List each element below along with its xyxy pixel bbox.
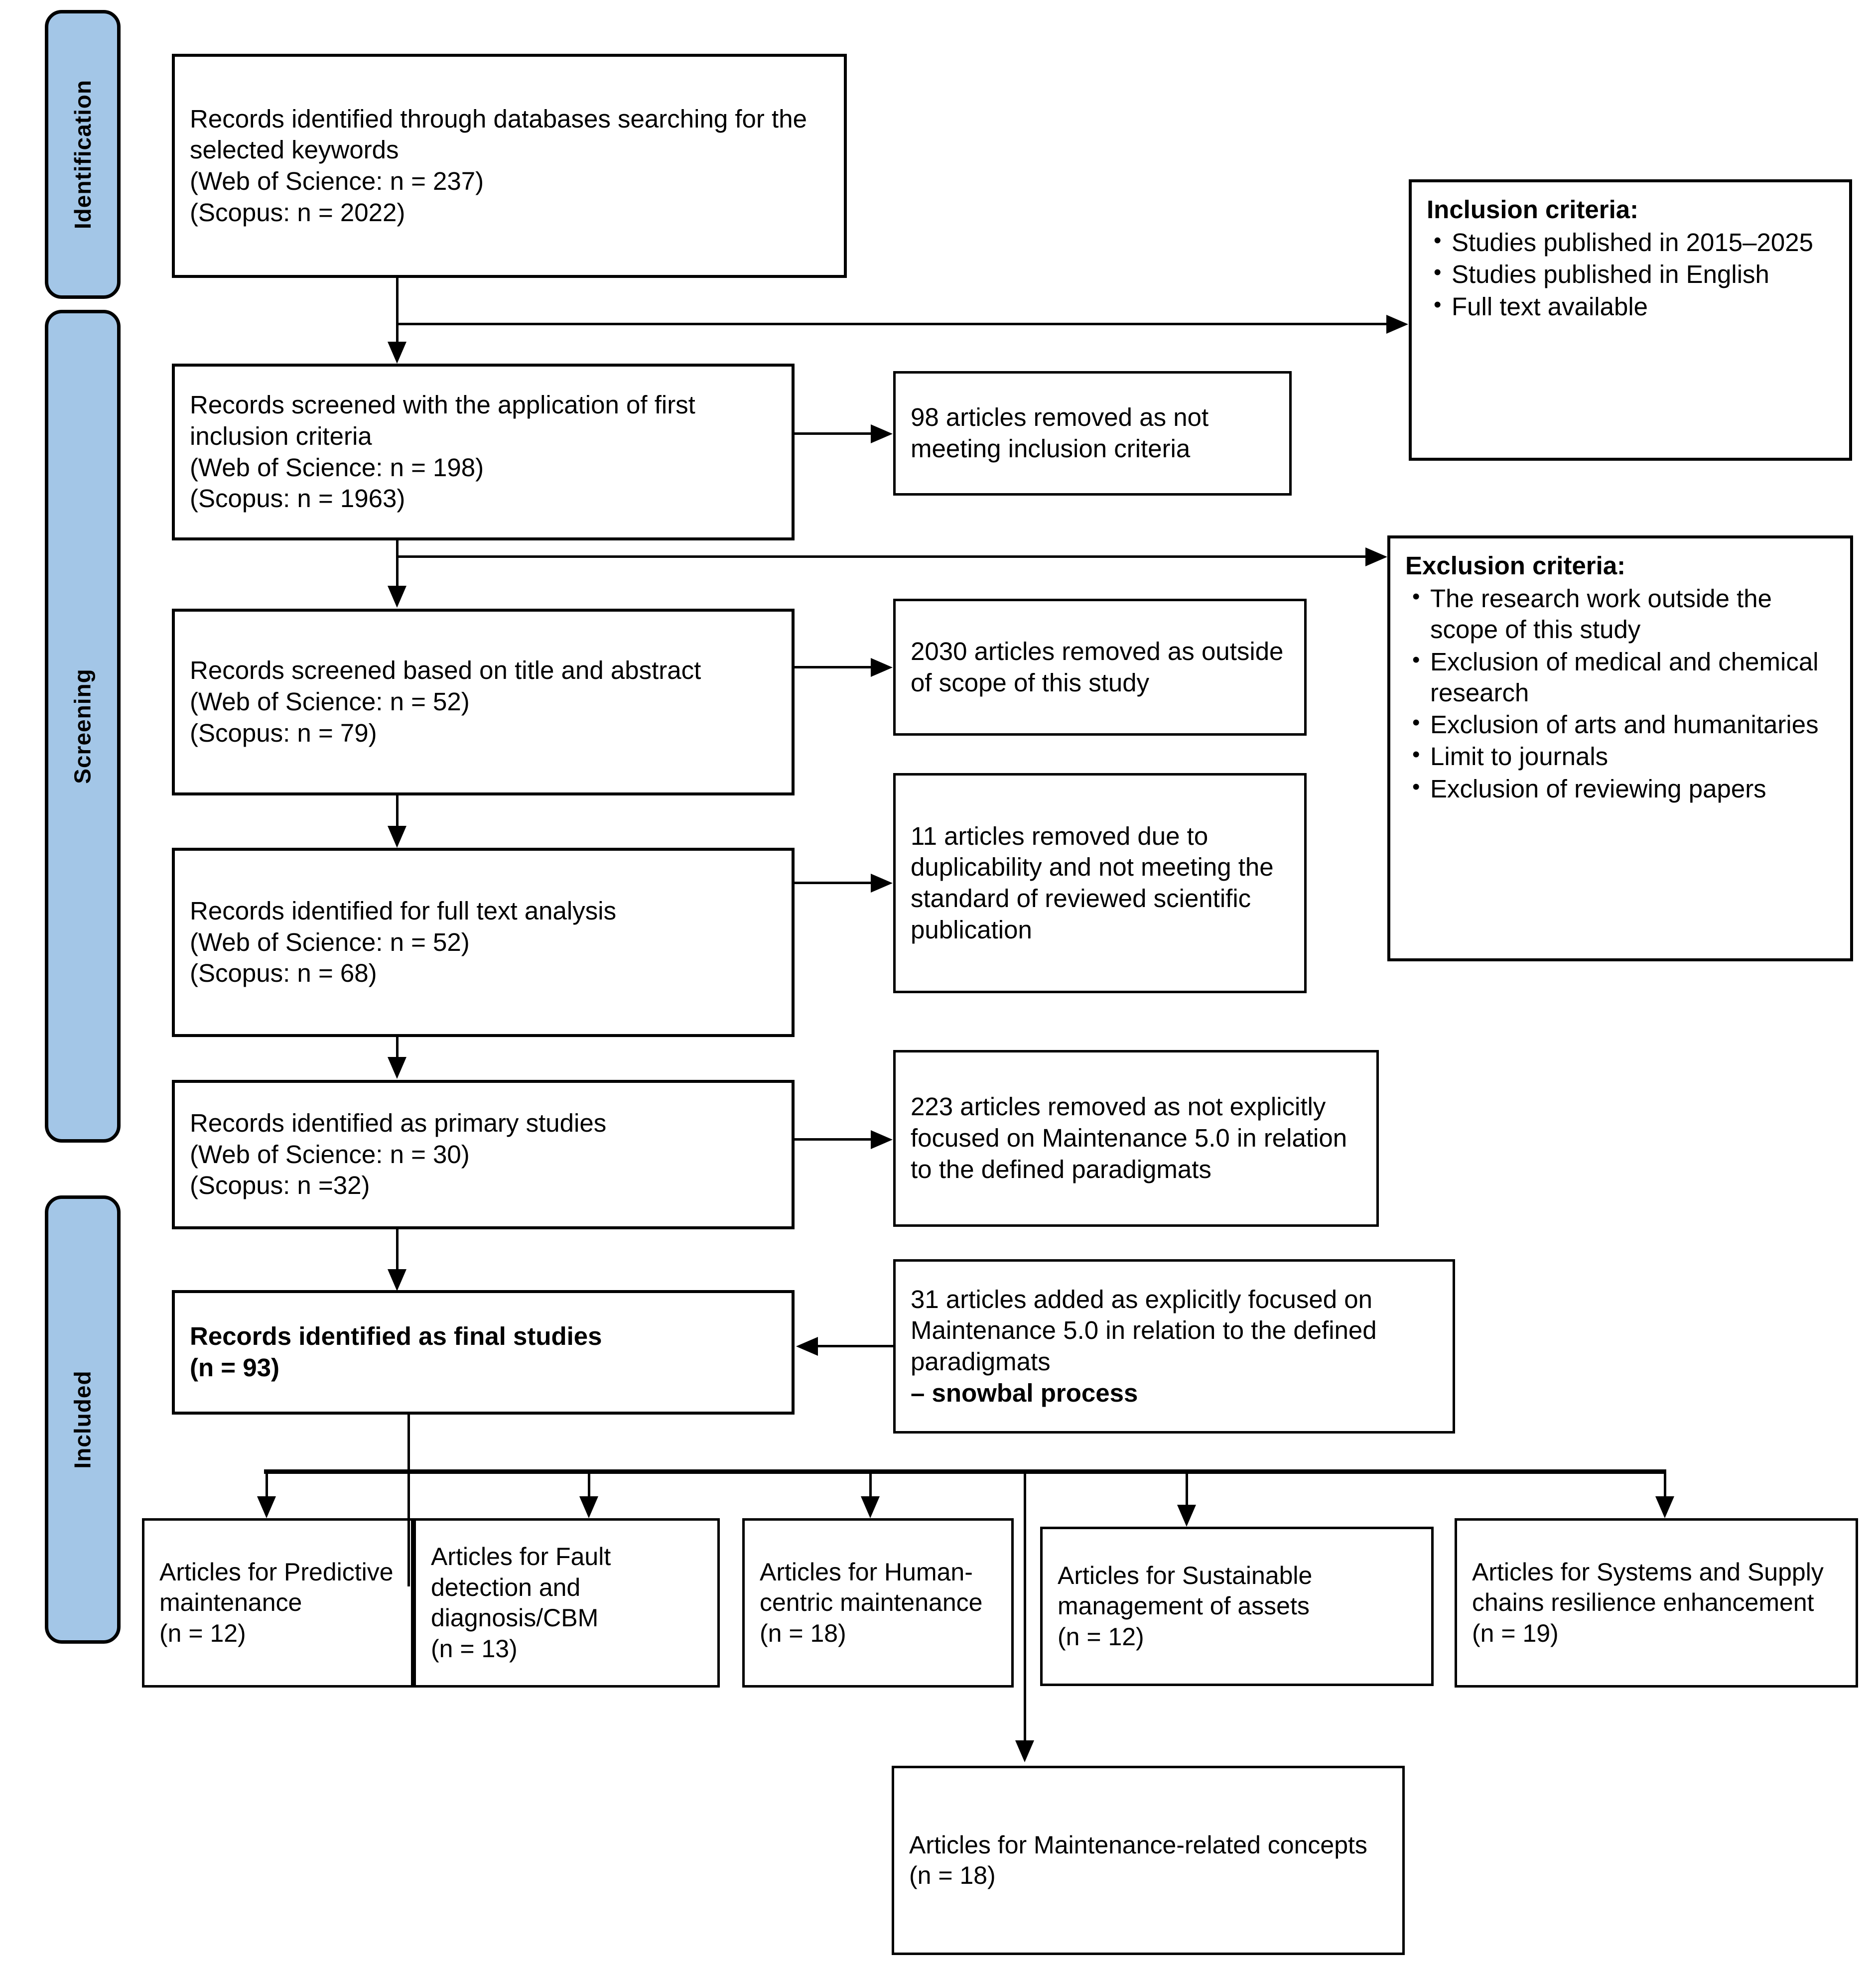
phase-included-text: Included [70, 1370, 96, 1469]
connector-identified-to-screened [396, 278, 399, 343]
connector-final-to-bus [407, 1415, 410, 1586]
box-final-studies: Records identified as final studies (n =… [172, 1290, 795, 1415]
arrow-right-icon [871, 874, 893, 893]
box-removed-98-text: 98 articles removed as not meeting inclu… [911, 403, 1209, 463]
box-category-sustainable-assets-text: Articles for Sustainable management of a… [1058, 1561, 1313, 1651]
box-category-supply-chains-text: Articles for Systems and Supply chains r… [1472, 1558, 1824, 1647]
connector-primary-to-removed223 [795, 1138, 872, 1141]
phase-label-identification: Identification [45, 10, 121, 299]
box-category-human-centric: Articles for Human-centric maintenance (… [742, 1518, 1014, 1688]
phase-label-screening: Screening [45, 310, 121, 1143]
connector-bus-to-supply-chains [1664, 1469, 1666, 1497]
arrow-down-icon [579, 1496, 598, 1518]
box-category-supply-chains: Articles for Systems and Supply chains r… [1455, 1518, 1858, 1688]
box-full-text-analysis: Records identified for full text analysi… [172, 848, 795, 1037]
box-full-text-analysis-text: Records identified for full text analysi… [190, 896, 617, 988]
list-item: Exclusion of medical and chemical resear… [1412, 646, 1835, 708]
list-item: Exclusion of reviewing papers [1412, 773, 1835, 804]
box-added-31-bold: – snowbal process [911, 1378, 1138, 1407]
box-final-studies-text: Records identified as final studies (n =… [190, 1322, 602, 1382]
box-primary-studies-text: Records identified as primary studies (W… [190, 1108, 607, 1200]
box-category-maintenance-concepts: Articles for Maintenance-related concept… [892, 1766, 1405, 1955]
list-item: Limit to journals [1412, 740, 1835, 772]
connector-bus-to-sustainable [1186, 1469, 1188, 1505]
connector-fulltext-to-removed11 [795, 882, 872, 884]
box-removed-2030: 2030 articles removed as outside of scop… [893, 599, 1307, 736]
box-category-human-centric-text: Articles for Human-centric maintenance (… [760, 1558, 983, 1647]
connector-to-inclusion-criteria [396, 323, 1387, 325]
box-added-31-text: 31 articles added as explicitly focused … [911, 1284, 1438, 1409]
arrow-left-icon [796, 1337, 818, 1356]
box-removed-223-text: 223 articles removed as not explicitly f… [911, 1092, 1347, 1183]
list-item: The research work outside the scope of t… [1412, 582, 1835, 645]
box-category-maintenance-concepts-text: Articles for Maintenance-related concept… [909, 1831, 1367, 1890]
arrow-right-icon [1386, 315, 1408, 334]
inclusion-criteria-list: Studies published in 2015–2025 Studies p… [1427, 226, 1834, 322]
exclusion-criteria-title: Exclusion criteria: [1405, 551, 1626, 580]
connector-fulltext-to-primary [396, 1037, 399, 1058]
box-screened-first-criteria: Records screened with the application of… [172, 364, 795, 540]
box-category-sustainable-assets: Articles for Sustainable management of a… [1040, 1527, 1434, 1686]
phase-label-included: Included [45, 1195, 121, 1644]
box-screened-title-abstract: Records screened based on title and abst… [172, 609, 795, 795]
distribution-bus [264, 1469, 1666, 1474]
list-item: Studies published in English [1434, 258, 1834, 290]
box-screened-first-criteria-text: Records screened with the application of… [190, 391, 695, 513]
connector-screened-to-title-abstract [396, 540, 399, 586]
arrow-down-icon [388, 1057, 406, 1079]
connector-bus-to-fault-detection [588, 1469, 590, 1497]
list-item: Full text available [1434, 290, 1834, 322]
box-screened-title-abstract-text: Records screened based on title and abst… [190, 656, 701, 747]
arrow-right-icon [871, 424, 893, 443]
arrow-down-icon [388, 586, 406, 608]
box-category-fault-detection-text: Articles for Fault detection and diagnos… [431, 1543, 611, 1663]
arrow-down-icon [257, 1496, 276, 1518]
connector-primary-to-final [396, 1229, 399, 1270]
box-removed-223: 223 articles removed as not explicitly f… [893, 1050, 1379, 1227]
box-category-predictive-maintenance-text: Articles for Predictive maintenance (n =… [159, 1558, 394, 1647]
connector-bus-to-maintenance-concepts [1024, 1469, 1026, 1741]
connector-title-abstract-to-fulltext [396, 795, 399, 826]
arrow-down-icon [1177, 1505, 1196, 1527]
phase-identification-text: Identification [70, 79, 96, 230]
box-added-31: 31 articles added as explicitly focused … [893, 1259, 1455, 1434]
box-removed-11: 11 articles removed due to duplicability… [893, 773, 1307, 993]
box-category-predictive-maintenance: Articles for Predictive maintenance (n =… [142, 1518, 413, 1688]
box-removed-98: 98 articles removed as not meeting inclu… [893, 371, 1292, 496]
arrow-down-icon [388, 342, 406, 364]
connector-bus-to-predictive [266, 1469, 268, 1497]
phase-screening-text: Screening [70, 668, 96, 784]
box-primary-studies: Records identified as primary studies (W… [172, 1080, 795, 1229]
arrow-down-icon [1015, 1740, 1034, 1762]
box-records-identified-text: Records identified through databases sea… [190, 104, 807, 227]
connector-bus-to-human-centric [869, 1469, 872, 1497]
arrow-right-icon [871, 658, 893, 677]
box-exclusion-criteria: Exclusion criteria: The research work ou… [1387, 535, 1853, 961]
box-inclusion-criteria: Inclusion criteria: Studies published in… [1409, 179, 1852, 461]
arrow-down-icon [1655, 1496, 1674, 1518]
box-records-identified: Records identified through databases sea… [172, 54, 847, 278]
connector-added31-to-final [818, 1345, 895, 1347]
arrow-down-icon [388, 1269, 406, 1291]
arrow-down-icon [861, 1496, 880, 1518]
connector-to-exclusion-criteria [396, 555, 1366, 558]
exclusion-criteria-list: The research work outside the scope of t… [1405, 582, 1835, 804]
arrow-right-icon [1365, 547, 1387, 566]
connector-title-abstract-to-removed2030 [795, 666, 872, 668]
box-added-31-normal: 31 articles added as explicitly focused … [911, 1285, 1377, 1376]
arrow-right-icon [871, 1130, 893, 1149]
box-removed-11-text: 11 articles removed due to duplicability… [911, 821, 1274, 944]
arrow-down-icon [388, 826, 406, 848]
list-item: Studies published in 2015–2025 [1434, 226, 1834, 258]
connector-screened-to-removed98 [795, 432, 872, 435]
box-removed-2030-text: 2030 articles removed as outside of scop… [911, 637, 1284, 697]
inclusion-criteria-title: Inclusion criteria: [1427, 195, 1639, 224]
list-item: Exclusion of arts and humanitaries [1412, 708, 1835, 740]
box-category-fault-detection: Articles for Fault detection and diagnos… [413, 1518, 720, 1688]
